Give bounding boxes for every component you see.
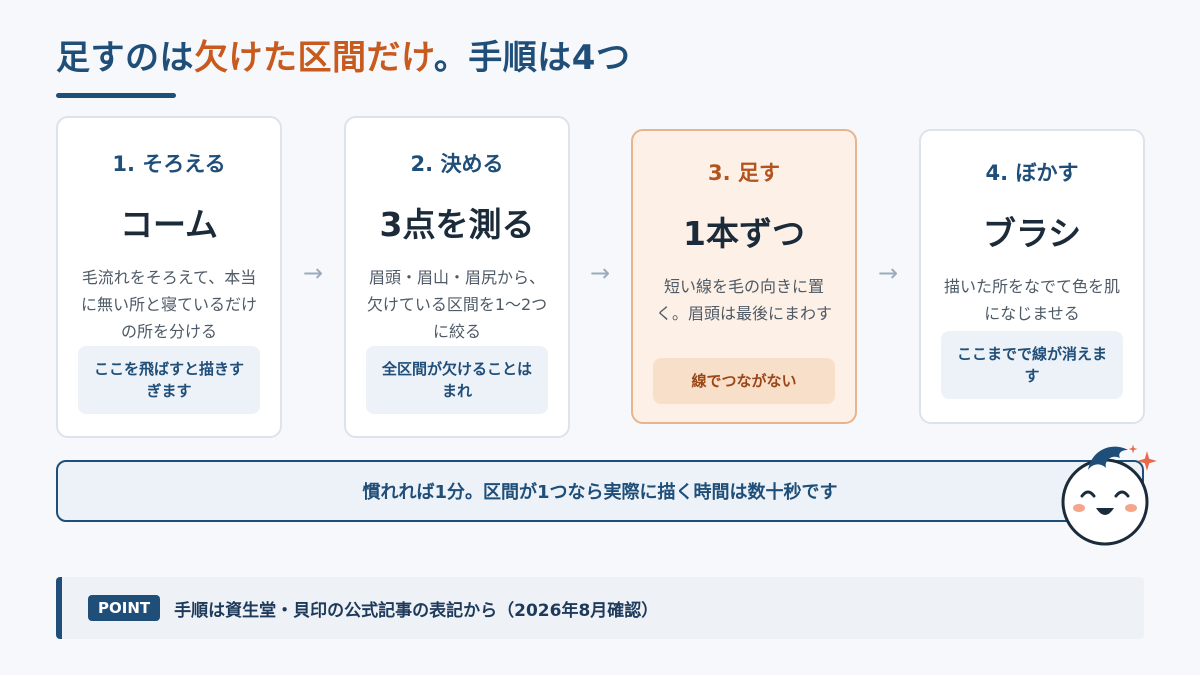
step-note: ここを飛ばすと描きすぎます [78, 346, 260, 414]
step-description: 眉頭・眉山・眉尻から、欠けている区間を1〜2つに絞る [366, 268, 548, 341]
step-label: 3. 足す [708, 161, 780, 185]
summary-banner-text: 慣れれば1分。区間が1つなら実際に描く時間は数十秒です [362, 482, 838, 503]
step-description: 毛流れをそろえて、本当に無い所と寝ているだけの所を分ける [80, 268, 257, 341]
step-card-4: 4. ぼかす ブラシ 描いた所をなでて色を肌になじませる ここまでで線が消えます [919, 129, 1145, 424]
step-tool: ブラシ [982, 214, 1082, 253]
step-label: 2. 決める [410, 152, 504, 176]
step-card-3: 3. 足す 1本ずつ 短い線を毛の向きに置く。眉頭は最後にまわす 線でつながない [631, 129, 857, 424]
sparkle-icon [1137, 451, 1157, 471]
title-accent: 欠けた区間だけ [194, 38, 434, 78]
step-tool: 1本ずつ [683, 214, 805, 253]
step-label: 4. ぼかす [985, 161, 1079, 185]
sparkle-icon [1128, 444, 1138, 454]
step-note: 全区間が欠けることはまれ [366, 346, 548, 414]
step-note: 線でつながない [653, 358, 835, 404]
point-note: POINT 手順は資生堂・貝印の公式記事の表記から（2026年8月確認） [56, 577, 1144, 639]
point-text: 手順は資生堂・貝印の公式記事の表記から（2026年8月確認） [174, 600, 659, 621]
title-part2: 。手順は4つ [433, 38, 631, 78]
step-description: 描いた所をなでて色を肌になじませる [943, 277, 1120, 323]
step-tool: 3点を測る [379, 205, 535, 244]
step-card-1: 1. そろえる コーム 毛流れをそろえて、本当に無い所と寝ているだけの所を分ける… [56, 116, 282, 438]
page-title: 足すのは欠けた区間だけ。手順は4つ [56, 30, 630, 79]
step-card-2: 2. 決める 3点を測る 眉頭・眉山・眉尻から、欠けている区間を1〜2つに絞る … [344, 116, 570, 438]
point-tag: POINT [88, 595, 161, 621]
step-note: ここまでで線が消えます [941, 331, 1123, 399]
arrow-icon: → [589, 259, 611, 287]
step-tool: コーム [119, 205, 218, 244]
title-underline [56, 93, 176, 98]
arrow-icon: → [877, 259, 899, 287]
title-part1: 足すのは [56, 38, 194, 78]
arrow-icon: → [302, 259, 324, 287]
step-description: 短い線を毛の向きに置く。眉頭は最後にまわす [655, 277, 832, 323]
step-label: 1. そろえる [112, 152, 226, 176]
summary-banner: 慣れれば1分。区間が1つなら実際に描く時間は数十秒です [56, 460, 1144, 522]
smiling-mascot-icon [1061, 446, 1149, 546]
